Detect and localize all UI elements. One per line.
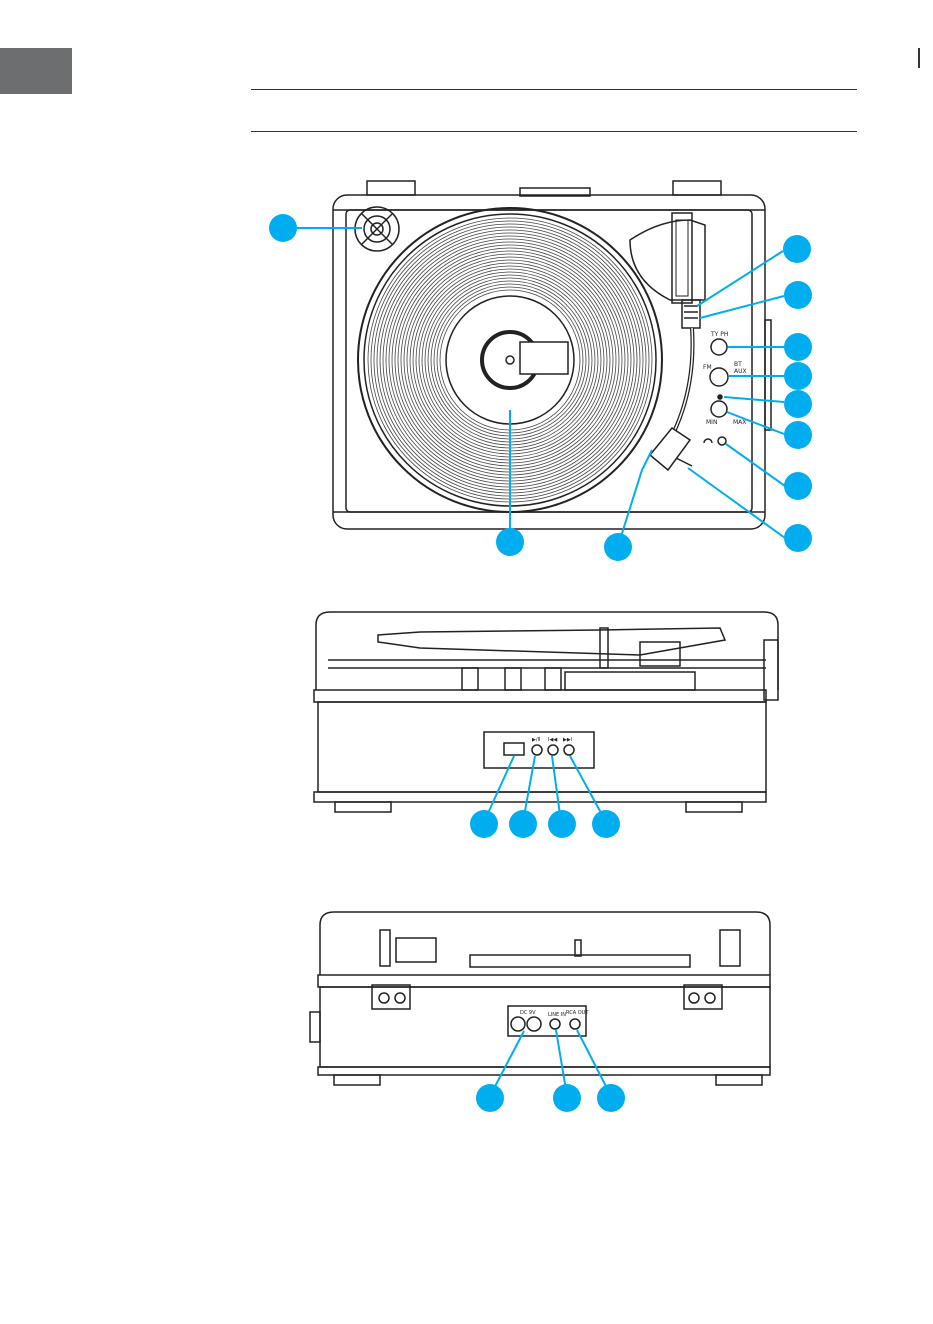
speaker-output-right (527, 1017, 541, 1031)
callout-previous (548, 810, 576, 838)
indicator-led (718, 395, 722, 399)
callout-play-pause (509, 810, 537, 838)
label-previous: I◀◀ (548, 737, 557, 743)
callout-headphone (784, 472, 812, 500)
hinge-right (673, 181, 721, 195)
front-deck (314, 690, 766, 702)
rear-view (310, 912, 770, 1085)
callout-volume (784, 421, 812, 449)
function-knob (710, 368, 728, 386)
callout-tonearm-lift (784, 281, 812, 309)
callout-speaker-out (476, 1084, 504, 1112)
front-foot-left (335, 802, 391, 812)
callout-line-in (553, 1084, 581, 1112)
headshell-lever (676, 458, 692, 466)
label-dc-9v: DC 9V (520, 1010, 536, 1016)
speaker-output-left (511, 1017, 525, 1031)
callout-function-knob (784, 362, 812, 390)
callout-usb (470, 810, 498, 838)
front-control-labels: ▶/II I◀◀ ▶▶I (532, 737, 572, 743)
headshell (650, 428, 690, 470)
headphone-jack (718, 437, 726, 445)
headphone-icon (704, 439, 712, 443)
callout-next (592, 810, 620, 838)
front-cabinet (318, 702, 766, 792)
record-label-sticker (520, 342, 568, 374)
tonearm-rest-plate (630, 220, 705, 300)
label-rca-out: RCA OUT (566, 1010, 589, 1016)
front-view (314, 612, 778, 812)
label-line-in: LINE IN (548, 1012, 566, 1018)
play-pause-button (532, 745, 542, 755)
front-dust-cover (316, 612, 778, 690)
label-bt: BT (734, 361, 742, 368)
label-play-pause: ▶/II (532, 737, 540, 743)
next-button (564, 745, 574, 755)
rear-foot-left (334, 1075, 380, 1085)
label-max: MAX (733, 419, 746, 426)
callout-speed-selector (784, 333, 812, 361)
label-next: ▶▶I (563, 737, 572, 743)
line-in-jack (550, 1019, 560, 1029)
label-min: MIN (706, 419, 717, 426)
volume-knob (711, 401, 727, 417)
usb-port (504, 743, 524, 755)
front-foot-right (686, 802, 742, 812)
rca-out-jack (570, 1019, 580, 1029)
tonearm-lift (682, 300, 700, 328)
callout-tonearm (604, 533, 632, 561)
label-fm: FM (703, 364, 712, 371)
speed-selector-knob (711, 339, 727, 355)
tonearm-counterweight (672, 213, 692, 303)
rear-cabinet (320, 987, 770, 1067)
hinge-left (367, 181, 415, 195)
callout-headshell (784, 524, 812, 552)
previous-button (548, 745, 558, 755)
label-ty-ph: TY PH (710, 331, 728, 338)
callout-platter (496, 528, 524, 556)
rear-tonearm-profile (396, 938, 436, 962)
callout-rca-out (597, 1084, 625, 1112)
rear-foot-right (716, 1075, 762, 1085)
rear-connector-labels: DC 9V LINE IN RCA OUT (520, 1010, 589, 1018)
callout-counterweight (783, 235, 811, 263)
label-aux: AUX (734, 368, 747, 375)
callout-adapter (269, 214, 297, 242)
callout-indicator (784, 390, 812, 418)
